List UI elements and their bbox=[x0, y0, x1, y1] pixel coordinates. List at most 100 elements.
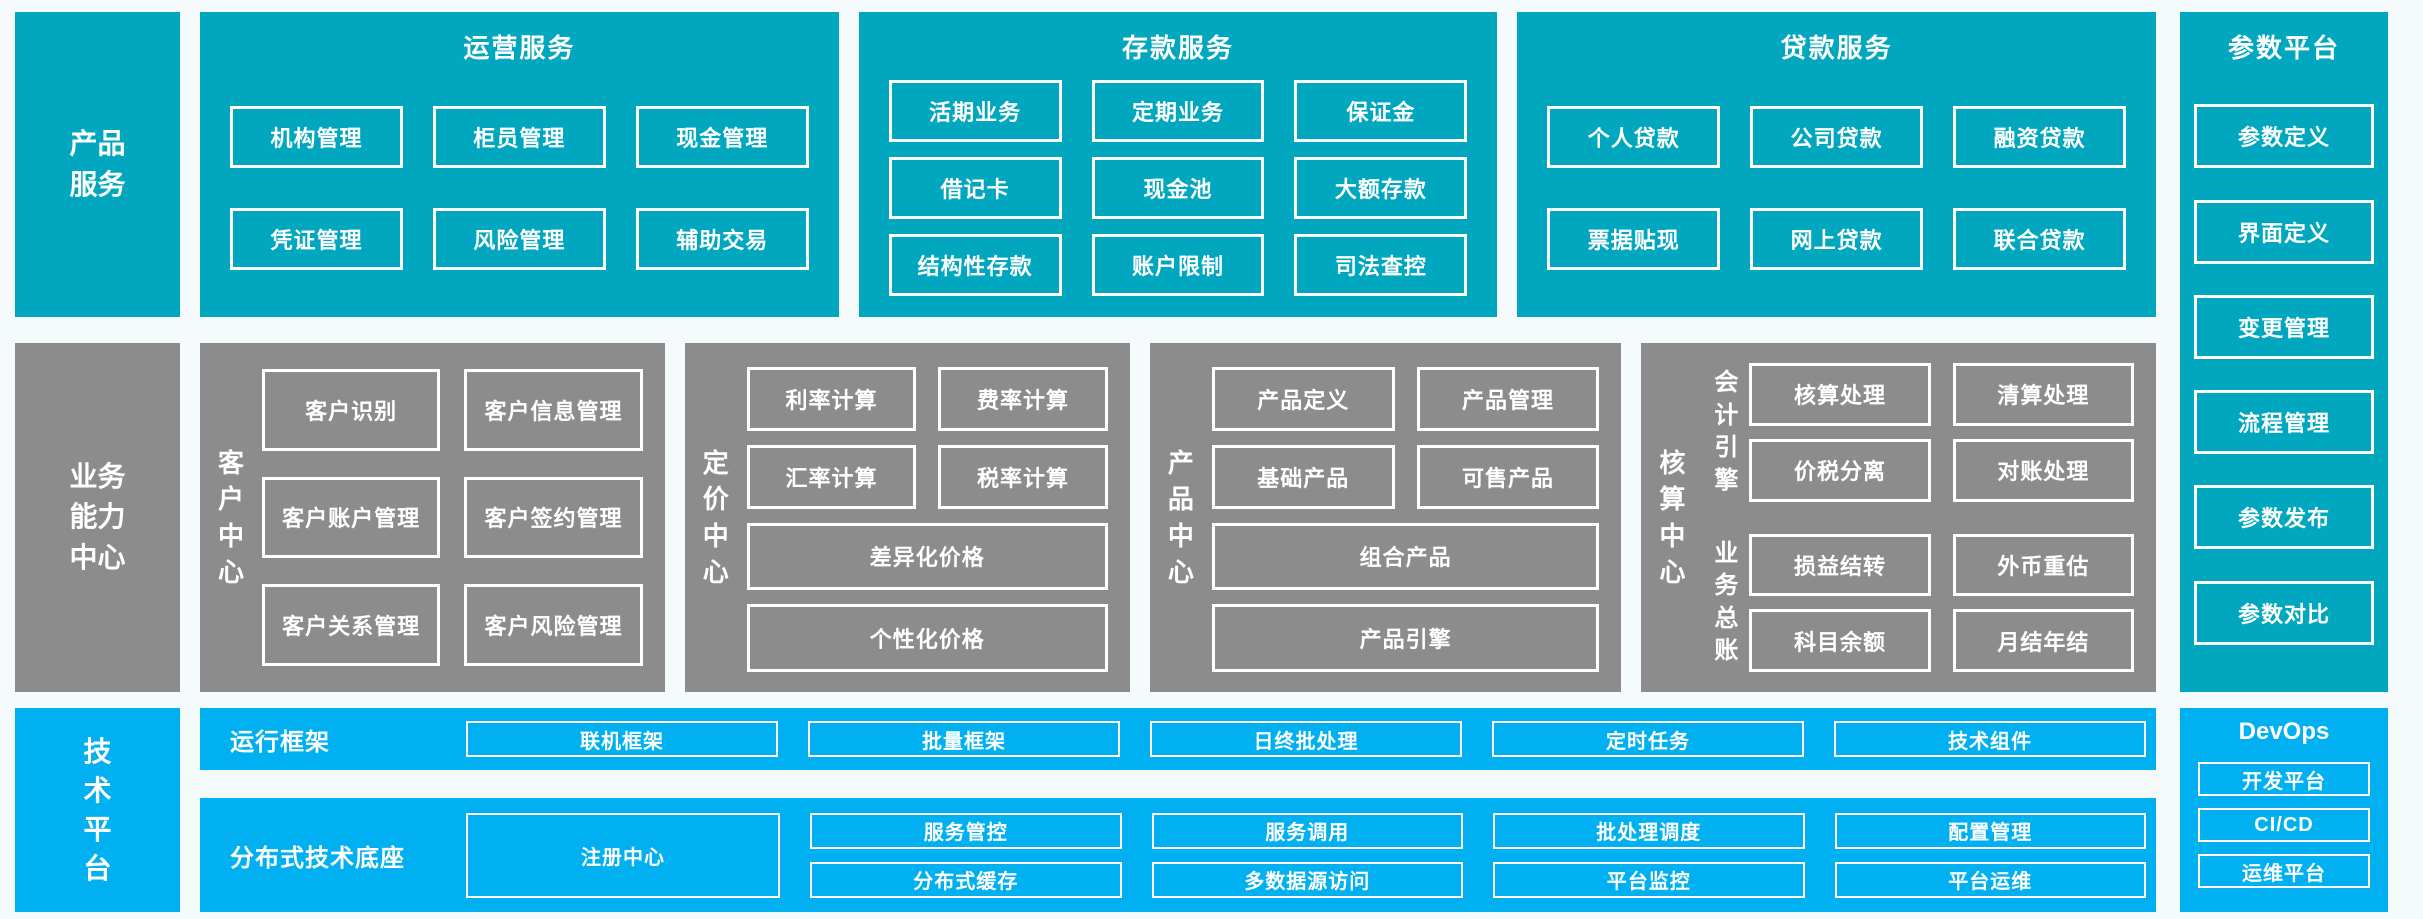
item-box: CI/CD bbox=[2198, 808, 2370, 842]
customer-center-label: 客户中心 bbox=[200, 343, 262, 692]
item-box: 客户信息管理 bbox=[464, 369, 643, 451]
item-box: 参数对比 bbox=[2194, 580, 2374, 645]
runtime-framework-bar: 运行框架 联机框架 批量框架 日终批处理 定时任务 技术组件 bbox=[200, 708, 2156, 770]
item-box: 联机框架 bbox=[466, 721, 778, 757]
item-box: 外币重估 bbox=[1952, 533, 2134, 597]
item-box: 定期业务 bbox=[1091, 80, 1265, 142]
item-box: 客户关系管理 bbox=[262, 584, 441, 666]
accounting-center: 核算中心 会计引擎 核算处理 清算处理 价税分离 对账处理 bbox=[1641, 343, 2156, 692]
band-label-text: 业务能力中心 bbox=[69, 460, 126, 573]
item-box: 对账处理 bbox=[1952, 438, 2134, 502]
devops-items: 开发平台 CI/CD 运维平台 bbox=[2180, 746, 2388, 912]
item-box: 结构性存款 bbox=[888, 234, 1062, 296]
item-box: 科目余额 bbox=[1749, 609, 1931, 672]
item-box: 汇率计算 bbox=[746, 444, 917, 509]
vertical-label-text: 业务总账 bbox=[1714, 539, 1739, 665]
item-box: 风险管理 bbox=[432, 208, 606, 271]
item-box: 分布式缓存 bbox=[810, 861, 1122, 898]
vertical-label-text: 客户中心 bbox=[217, 447, 244, 587]
business-ledger-group: 业务总账 损益结转 外币重估 科目余额 月结年结 bbox=[1703, 533, 2134, 673]
section-items-grid: 机构管理 柜员管理 现金管理 凭证管理 风险管理 辅助交易 bbox=[200, 65, 839, 317]
parameter-platform-items: 参数定义 界面定义 变更管理 流程管理 参数发布 参数对比 bbox=[2180, 65, 2388, 692]
section-title: 存款服务 bbox=[1122, 33, 1235, 63]
devops-title: DevOps bbox=[2238, 718, 2330, 745]
item-box: 服务调用 bbox=[1151, 812, 1463, 849]
item-box: 辅助交易 bbox=[635, 208, 809, 271]
band-label-text: 产品服务 bbox=[69, 127, 126, 200]
distributed-base-bar: 分布式技术底座 注册中心 服务管控 服务调用 批处理调度 配置管理 分布式缓存 … bbox=[200, 798, 2156, 912]
item-box: 参数发布 bbox=[2194, 485, 2374, 550]
item-box: 客户账户管理 bbox=[262, 476, 441, 559]
item-box: 核算处理 bbox=[1749, 363, 1931, 426]
item-box: 批量框架 bbox=[808, 721, 1120, 757]
item-box: 税率计算 bbox=[938, 444, 1108, 509]
product-center-label: 产品中心 bbox=[1150, 343, 1212, 692]
customer-center-grid: 客户识别 客户信息管理 客户账户管理 客户签约管理 客户关系管理 客户风险管理 bbox=[262, 343, 665, 692]
section-operations-services: 运营服务 机构管理 柜员管理 现金管理 凭证管理 风险管理 辅助交易 bbox=[200, 12, 839, 317]
item-box-wide: 组合产品 bbox=[1211, 522, 1600, 591]
item-box: 清算处理 bbox=[1952, 363, 2134, 426]
item-box: 产品管理 bbox=[1416, 367, 1600, 431]
section-items-grid: 活期业务 定期业务 保证金 借记卡 现金池 大额存款 结构性存款 账户限制 司法… bbox=[859, 65, 1498, 317]
item-box: 平台监控 bbox=[1493, 861, 1805, 898]
registry-center-box: 注册中心 bbox=[466, 812, 780, 898]
item-box: 现金池 bbox=[1091, 157, 1265, 219]
band-label-product-services: 产品服务 bbox=[15, 12, 180, 317]
business-capability-band: 业务能力中心 客户中心 客户识别 客户信息管理 客户账户管理 客户签约管理 客户… bbox=[15, 343, 2156, 692]
item-box: 开发平台 bbox=[2198, 762, 2370, 796]
section-title: 运营服务 bbox=[463, 33, 576, 63]
item-box: 公司贷款 bbox=[1750, 105, 1924, 168]
runtime-framework-items: 联机框架 批量框架 日终批处理 定时任务 技术组件 bbox=[466, 721, 2146, 757]
item-box: 界面定义 bbox=[2194, 199, 2374, 264]
band-label-text: 技术平台 bbox=[83, 735, 112, 885]
item-box: 现金管理 bbox=[635, 105, 809, 168]
item-box: 客户签约管理 bbox=[464, 476, 643, 559]
item-box: 司法查控 bbox=[1294, 234, 1468, 296]
customer-center: 客户中心 客户识别 客户信息管理 客户账户管理 客户签约管理 客户关系管理 客户… bbox=[200, 343, 665, 692]
item-box: 日终批处理 bbox=[1150, 721, 1462, 757]
distributed-base-label: 分布式技术底座 bbox=[230, 844, 405, 872]
technology-main: 运行框架 联机框架 批量框架 日终批处理 定时任务 技术组件 分布式技术底座 注… bbox=[200, 708, 2156, 912]
item-box: 利率计算 bbox=[746, 367, 917, 431]
section-deposit-services: 存款服务 活期业务 定期业务 保证金 借记卡 现金池 大额存款 结构性存款 账户… bbox=[858, 12, 1498, 317]
parameter-platform-panel: 参数平台 参数定义 界面定义 变更管理 流程管理 参数发布 参数对比 bbox=[2180, 12, 2388, 692]
accounting-engine-grid: 核算处理 清算处理 价税分离 对账处理 bbox=[1749, 363, 2134, 502]
item-box: 活期业务 bbox=[888, 80, 1062, 142]
business-ledger-label: 业务总账 bbox=[1703, 534, 1749, 673]
parameter-platform-title: 参数平台 bbox=[2227, 33, 2340, 63]
item-box: 个人贷款 bbox=[1547, 105, 1721, 168]
item-box-wide: 产品引擎 bbox=[1211, 604, 1600, 672]
accounting-engine-group: 会计引擎 核算处理 清算处理 价税分离 对账处理 bbox=[1703, 363, 2134, 502]
item-box: 联合贷款 bbox=[1953, 208, 2127, 271]
item-box: 运维平台 bbox=[2198, 854, 2370, 888]
business-ledger-grid: 损益结转 外币重估 科目余额 月结年结 bbox=[1749, 533, 2134, 672]
accounting-engine-label: 会计引擎 bbox=[1703, 363, 1749, 502]
accounting-center-label: 核算中心 bbox=[1641, 343, 1703, 692]
item-box: 流程管理 bbox=[2194, 390, 2374, 455]
band-label-business-capability: 业务能力中心 bbox=[15, 343, 180, 692]
pricing-center-label: 定价中心 bbox=[685, 343, 747, 692]
product-center-grid: 产品定义 产品管理 基础产品 可售产品 组合产品 产品引擎 bbox=[1211, 343, 1622, 692]
item-box: 产品定义 bbox=[1211, 367, 1395, 431]
product-services-band: 产品服务 运营服务 机构管理 柜员管理 现金管理 凭证管理 风险管理 辅助交易 … bbox=[15, 12, 2157, 317]
item-box: 价税分离 bbox=[1749, 438, 1931, 502]
item-box: 费率计算 bbox=[938, 367, 1108, 431]
item-box: 保证金 bbox=[1294, 80, 1468, 142]
item-box: 批处理调度 bbox=[1493, 812, 1805, 849]
item-box: 参数定义 bbox=[2194, 104, 2374, 169]
item-box: 技术组件 bbox=[1834, 721, 2146, 757]
item-box: 变更管理 bbox=[2194, 294, 2374, 359]
item-box: 凭证管理 bbox=[230, 208, 403, 271]
item-box-wide: 差异化价格 bbox=[746, 522, 1108, 591]
technology-platform-band: 技术平台 运行框架 联机框架 批量框架 日终批处理 定时任务 技术组件 分布式技… bbox=[15, 708, 2156, 912]
vertical-label-text: 产品中心 bbox=[1167, 447, 1194, 587]
item-box: 服务管控 bbox=[810, 812, 1122, 849]
section-title: 贷款服务 bbox=[1780, 33, 1893, 63]
main-column: 产品服务 运营服务 机构管理 柜员管理 现金管理 凭证管理 风险管理 辅助交易 … bbox=[15, 12, 2157, 912]
item-box: 多数据源访问 bbox=[1151, 861, 1463, 898]
item-box: 票据贴现 bbox=[1547, 208, 1721, 271]
distributed-base-grid: 服务管控 服务调用 批处理调度 配置管理 分布式缓存 多数据源访问 平台监控 平… bbox=[810, 812, 2146, 898]
item-box: 机构管理 bbox=[230, 105, 403, 168]
section-items-grid: 个人贷款 公司贷款 融资贷款 票据贴现 网上贷款 联合贷款 bbox=[1517, 65, 2156, 317]
